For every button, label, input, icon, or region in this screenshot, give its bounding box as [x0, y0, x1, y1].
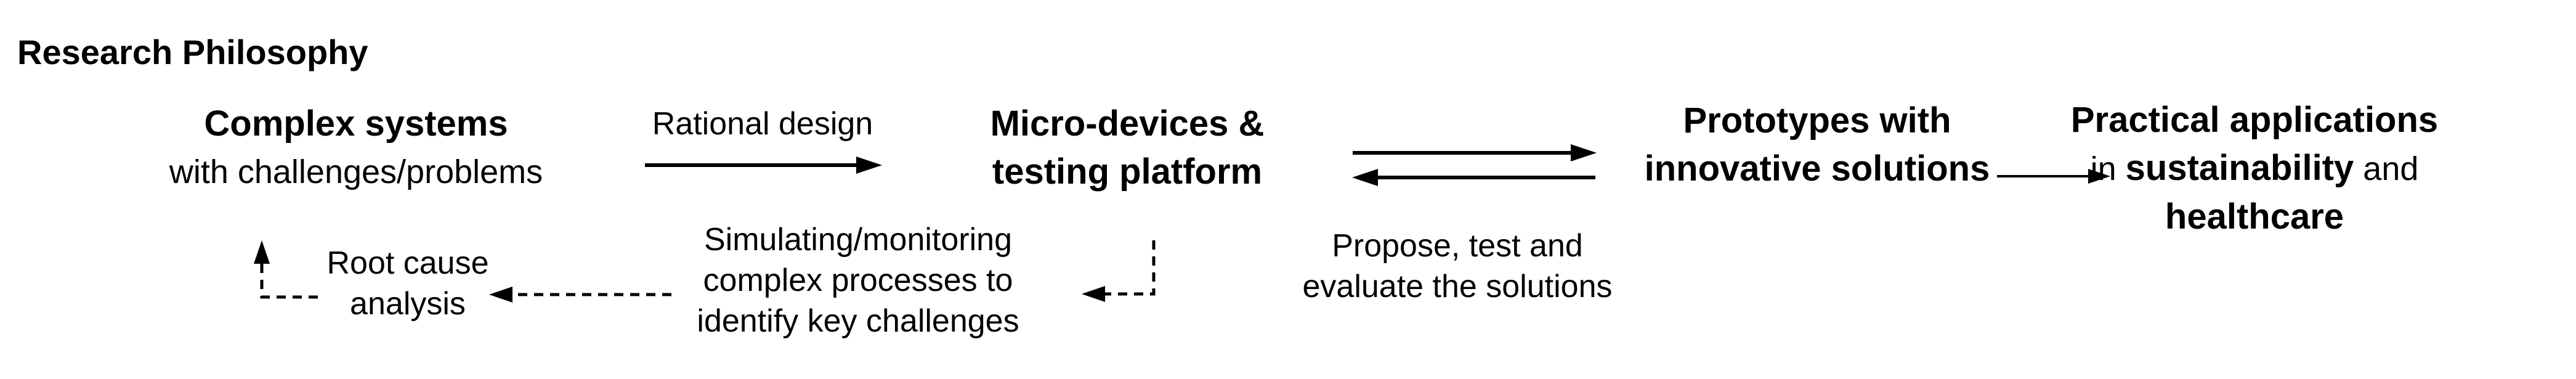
forward-arrow-icon	[1353, 144, 1597, 161]
node-practical-line2: in sustainability and	[2071, 144, 2438, 193]
simulating-label-line1: Simulating/monitoring	[703, 222, 1013, 258]
node-prototypes-line1: Prototypes with	[1683, 100, 1951, 141]
node-practical-line3: healthcare	[2165, 197, 2344, 237]
page-title: Research Philosophy	[17, 33, 368, 71]
node-complex-systems: Complex systems with challenges/problems	[169, 100, 543, 196]
propose-label-line2: evaluate the solutions	[1302, 269, 1613, 304]
node-practical-line2-pre: in	[2090, 150, 2126, 187]
micro-feedback-dashed-arrow-icon	[1082, 240, 1156, 302]
node-practical-line2-post: and	[2354, 150, 2419, 187]
root-cause-label-line2: analysis	[350, 286, 466, 322]
node-prototypes-line2: innovative solutions	[1644, 149, 1990, 189]
node-practical-line1: Practical applications	[2070, 100, 2439, 140]
node-micro-devices: Micro-devices & testing platform	[990, 100, 1265, 196]
root-cause-label: Root cause analysis	[326, 243, 488, 324]
simulating-label-line3: identify key challenges	[697, 303, 1019, 339]
node-micro-devices-line1: Micro-devices &	[990, 104, 1265, 144]
node-complex-systems-line2: with challenges/problems	[169, 153, 543, 190]
simulating-label: Simulating/monitoring complex processes …	[697, 219, 1019, 341]
node-micro-devices-line2: testing platform	[992, 152, 1263, 192]
node-prototypes: Prototypes with innovative solutions	[1645, 97, 1990, 193]
rational-design-label: Rational design	[652, 106, 873, 142]
propose-label: Propose, test and evaluate the solutions	[1302, 226, 1612, 307]
simulating-label-line2: complex processes to	[703, 263, 1013, 298]
to-practical-arrow-icon	[1997, 169, 2110, 184]
root-cause-label-line1: Root cause	[326, 245, 489, 281]
node-practical-applications: Practical applications in sustainability…	[2071, 96, 2438, 241]
to-root-cause-dashed-arrow-icon	[489, 287, 671, 303]
to-complex-dashed-arrow-icon	[254, 240, 318, 299]
node-practical-line2-bold: sustainability	[2125, 148, 2354, 188]
propose-label-line1: Propose, test and	[1332, 228, 1583, 264]
node-complex-systems-line1: Complex systems	[204, 104, 508, 144]
backward-arrow-icon	[1352, 169, 1595, 186]
rational-design-arrow-icon	[645, 157, 882, 174]
